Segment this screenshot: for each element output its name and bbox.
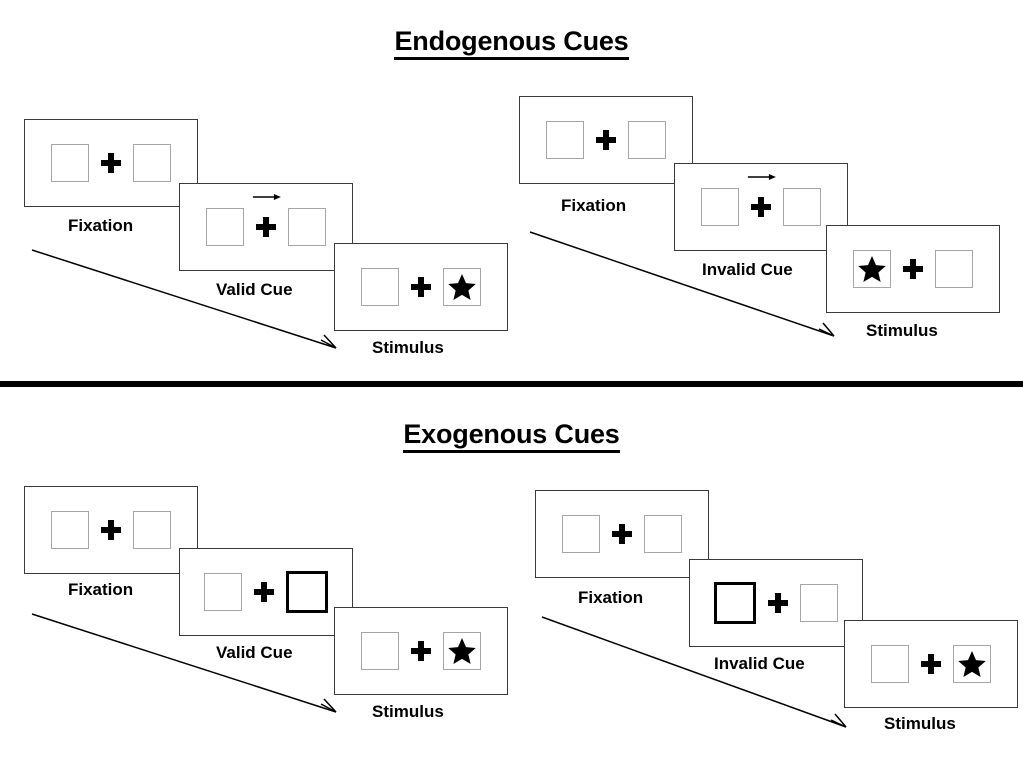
panel-exogenous-invalid-cue	[689, 559, 863, 647]
star-icon	[447, 272, 477, 302]
fixation-cross-wrap	[909, 642, 953, 686]
caption-exogenous-invalid-fixation: Fixation	[578, 588, 644, 607]
section-title-exogenous-text: Exogenous Cues	[403, 419, 620, 453]
stimulus-row	[361, 265, 481, 309]
placeholder-box-left	[871, 645, 909, 683]
placeholder-box-left	[51, 511, 89, 549]
placeholder-box-left	[204, 573, 242, 611]
panel-endogenous-valid-cue	[179, 183, 353, 271]
panel-endogenous-invalid-fixation	[519, 96, 693, 184]
section-title-exogenous: Exogenous Cues	[0, 419, 1023, 453]
placeholder-box-left	[206, 208, 244, 246]
placeholder-box-right	[935, 250, 973, 288]
plus-icon	[256, 217, 276, 237]
stimulus-row	[871, 642, 991, 686]
target-box-left	[853, 250, 891, 288]
fixation-cross-wrap	[756, 581, 800, 625]
cued-box-right	[286, 571, 328, 613]
arrow-right-icon	[252, 190, 282, 202]
cued-box-left	[714, 582, 756, 624]
stimulus-row	[701, 174, 821, 229]
panel-exogenous-invalid-fixation	[535, 490, 709, 578]
star-icon	[957, 649, 987, 679]
stimulus-row	[562, 512, 682, 556]
plus-icon	[768, 593, 788, 613]
caption-endogenous-valid-stimulus: Stimulus	[372, 338, 444, 357]
target-box-right	[443, 268, 481, 306]
caption-exogenous-invalid-stimulus: Stimulus	[884, 714, 956, 733]
panel-endogenous-invalid-cue	[674, 163, 848, 251]
fixation-cross-wrap	[399, 629, 443, 673]
stimulus-row	[714, 581, 838, 625]
fixation-cross-wrap	[89, 508, 133, 552]
placeholder-box-left	[361, 268, 399, 306]
fixation-cross-wrap	[244, 194, 288, 249]
plus-icon	[254, 582, 274, 602]
stimulus-row	[361, 629, 481, 673]
panel-exogenous-invalid-stimulus	[844, 620, 1018, 708]
stimulus-row	[51, 508, 171, 552]
stimulus-row	[546, 118, 666, 162]
panel-exogenous-valid-stimulus	[334, 607, 508, 695]
caption-endogenous-valid-cue: Valid Cue	[216, 280, 293, 299]
placeholder-box-left	[361, 632, 399, 670]
fixation-cross-wrap	[584, 118, 628, 162]
star-icon	[857, 254, 887, 284]
fixation-cross-wrap	[739, 174, 783, 229]
caption-exogenous-valid-fixation: Fixation	[68, 580, 134, 599]
stimulus-row	[206, 194, 326, 249]
caption-endogenous-invalid-stimulus: Stimulus	[866, 321, 938, 340]
arrow-right-icon	[747, 170, 777, 182]
stimulus-row	[204, 570, 328, 614]
placeholder-box-right	[133, 144, 171, 182]
plus-icon	[903, 259, 923, 279]
panel-endogenous-valid-stimulus	[334, 243, 508, 331]
plus-icon	[596, 130, 616, 150]
star-icon	[447, 636, 477, 666]
placeholder-box-right	[644, 515, 682, 553]
placeholder-box-left	[562, 515, 600, 553]
caption-exogenous-invalid-cue: Invalid Cue	[714, 654, 805, 673]
fixation-cross-wrap	[399, 265, 443, 309]
placeholder-box-left	[51, 144, 89, 182]
placeholder-box-right	[783, 188, 821, 226]
caption-endogenous-invalid-cue: Invalid Cue	[702, 260, 793, 279]
section-title-endogenous-text: Endogenous Cues	[394, 26, 629, 60]
plus-icon	[411, 641, 431, 661]
plus-icon	[612, 524, 632, 544]
placeholder-box-right	[133, 511, 171, 549]
plus-icon	[751, 197, 771, 217]
fixation-cross-wrap	[891, 247, 935, 291]
stimulus-row	[51, 141, 171, 185]
placeholder-box-right	[628, 121, 666, 159]
plus-icon	[101, 153, 121, 173]
caption-exogenous-valid-cue: Valid Cue	[216, 643, 293, 662]
caption-endogenous-valid-fixation: Fixation	[68, 216, 134, 235]
panel-endogenous-valid-fixation	[24, 119, 198, 207]
caption-exogenous-valid-stimulus: Stimulus	[372, 702, 444, 721]
fixation-cross-wrap	[600, 512, 644, 556]
plus-icon	[411, 277, 431, 297]
placeholder-box-right	[800, 584, 838, 622]
plus-icon	[921, 654, 941, 674]
section-divider	[0, 381, 1023, 387]
fixation-cross-wrap	[89, 141, 133, 185]
placeholder-box-left	[701, 188, 739, 226]
panel-exogenous-valid-fixation	[24, 486, 198, 574]
panel-exogenous-valid-cue	[179, 548, 353, 636]
placeholder-box-left	[546, 121, 584, 159]
plus-icon	[101, 520, 121, 540]
section-title-endogenous: Endogenous Cues	[0, 26, 1023, 60]
stimulus-row	[853, 247, 973, 291]
fixation-cross-wrap	[242, 570, 286, 614]
target-box-right	[953, 645, 991, 683]
panel-endogenous-invalid-stimulus	[826, 225, 1000, 313]
placeholder-box-right	[288, 208, 326, 246]
target-box-right	[443, 632, 481, 670]
caption-endogenous-invalid-fixation: Fixation	[561, 196, 627, 215]
